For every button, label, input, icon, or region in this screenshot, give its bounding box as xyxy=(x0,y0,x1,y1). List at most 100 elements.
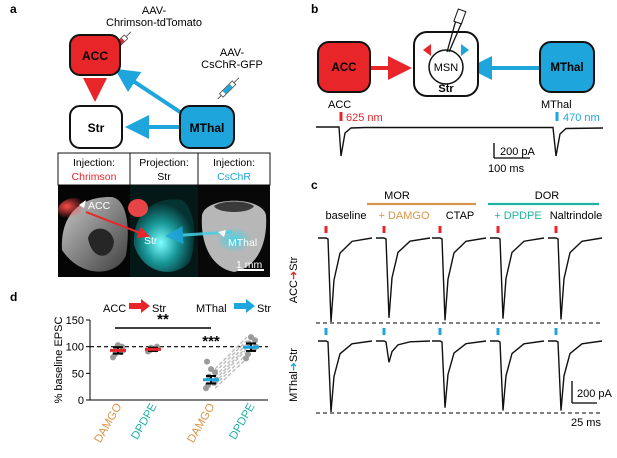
legend-acc-str: Str xyxy=(152,303,166,315)
epsc-trace xyxy=(432,237,487,321)
data-point xyxy=(212,369,218,376)
legend-acc: ACC xyxy=(103,303,126,315)
panel-a-label: a xyxy=(10,2,17,16)
paired-line xyxy=(214,357,248,389)
mthal-to-acc-arrow xyxy=(114,68,182,114)
panel-c-label: c xyxy=(311,178,318,192)
virus-red-line2: Chrimson-tdTomato xyxy=(106,17,202,29)
legend-blue-arrow-icon xyxy=(234,299,255,313)
epsc-trace xyxy=(490,340,545,411)
virus-blue-line2: CsChR-GFP xyxy=(201,59,263,71)
panel-d-label: d xyxy=(10,290,17,304)
histology-acc-image xyxy=(58,185,130,277)
y-tick-label: 100 xyxy=(66,342,84,354)
acc-node xyxy=(69,34,121,76)
legend-mthal-str: Str xyxy=(257,303,271,315)
mthal-node-b-label: MThal xyxy=(550,62,583,74)
epsc-trace xyxy=(432,340,487,408)
condition-labels: baseline + DAMGO CTAP + DPDPE Naltrindole xyxy=(326,210,603,222)
dor-label: DOR xyxy=(535,190,560,202)
condition-label: + DAMGO xyxy=(378,210,429,222)
condition-label: + DPDPE xyxy=(494,210,541,222)
acc-node-label: ACC xyxy=(82,49,108,63)
data-point xyxy=(208,366,214,373)
row-label-acc-top: ACC➜Str xyxy=(288,256,300,303)
scalebar-c-amp-label: 200 pA xyxy=(577,388,613,400)
image-label-mthal: MThal xyxy=(228,237,257,249)
condition-label: baseline xyxy=(326,210,367,222)
y-tick-label: 50 xyxy=(72,368,84,380)
legend-mthal: MThal xyxy=(196,303,227,315)
mor-label: MOR xyxy=(384,190,410,202)
str-node-b-label: Str xyxy=(438,83,454,95)
str-node-label: Str xyxy=(88,121,105,135)
epsc-trace xyxy=(376,237,431,318)
significance-bracket-stars: ** xyxy=(157,311,169,328)
paired-line xyxy=(214,342,248,378)
scalebar-b-amp-label: 200 pA xyxy=(500,146,536,158)
arrowhead-icon xyxy=(79,200,86,208)
epsc-trace xyxy=(318,340,373,413)
mthal-node-label: MThal xyxy=(190,121,225,135)
data-point xyxy=(248,334,254,341)
paired-line xyxy=(214,336,248,370)
data-point xyxy=(245,351,251,358)
panel-d: d ACC Str MThal Str ** *** 0 50 100 150 % b… xyxy=(10,290,271,445)
paired-line xyxy=(214,353,248,386)
epsc-trace xyxy=(548,340,603,411)
histology-mthal-image xyxy=(198,185,270,277)
trace-label-470: 470 nm xyxy=(563,112,600,124)
virus-blue-line1: AAV- xyxy=(220,47,245,59)
virus-red-line1: AAV- xyxy=(142,5,167,17)
trace-label-mthal: MThal xyxy=(541,99,572,111)
box-1-line1: Injection: xyxy=(73,157,115,169)
box-2-line2: Str xyxy=(157,171,171,183)
image-label-str: Str xyxy=(144,235,158,247)
legend-red-arrow-icon xyxy=(129,299,150,313)
x-category-label: DAMGO xyxy=(92,401,124,445)
paired-line xyxy=(214,348,248,384)
box-3-line1: Injection: xyxy=(213,157,255,169)
condition-label: Naltrindole xyxy=(550,210,603,222)
blue-light-icon xyxy=(461,44,469,56)
epsc-traces xyxy=(318,226,603,413)
epsc-trace xyxy=(376,340,431,363)
scalebar-b-time-label: 100 ms xyxy=(488,163,525,175)
trace-label-acc: ACC xyxy=(328,99,351,111)
red-light-icon xyxy=(423,44,431,56)
histology-str-image xyxy=(128,185,198,277)
y-axis-label: % baseline EPSC xyxy=(53,317,65,404)
data-point xyxy=(204,358,210,365)
paired-line xyxy=(214,346,248,381)
mthal-node xyxy=(179,105,235,149)
panel-b-label: b xyxy=(311,2,318,16)
acc-node-b xyxy=(317,41,371,93)
epsc-trace xyxy=(490,237,545,319)
panel-a: a AAV- Chrimson-tdTomato AAV- CsChR-GFP … xyxy=(10,2,271,277)
msn-cell xyxy=(428,49,464,85)
paired-line xyxy=(214,339,248,373)
y-tick-label: 150 xyxy=(66,315,84,327)
x-category-label: DAMGO xyxy=(185,401,217,445)
condition-label: CTAP xyxy=(446,210,475,222)
example-trace-b xyxy=(316,126,604,157)
y-ticks: 0 50 100 150 xyxy=(66,315,90,407)
y-tick-label: 0 xyxy=(78,395,84,407)
x-category-label: DPDPE xyxy=(129,401,159,442)
mthal-node-b xyxy=(539,41,595,93)
row-label-mthal-bottom: MThal➜Str xyxy=(288,348,300,402)
box-3-line2: CsChR xyxy=(217,171,251,183)
box-1-line2: Chrimson xyxy=(72,171,117,183)
panel-b: b ACC MSN Str MThal ACC 625 nm MThal 470… xyxy=(311,2,604,175)
projection-str-box xyxy=(129,152,199,186)
image-label-acc: ACC xyxy=(88,200,111,212)
epsc-trace xyxy=(548,237,603,320)
panel-c: c MOR DOR baseline + DAMGO CTAP + DPDPE Nalt… xyxy=(288,178,613,429)
acc-node-b-label: ACC xyxy=(332,62,357,74)
significance-damgo-stars: *** xyxy=(202,333,220,350)
scalebar-c-time-label: 25 ms xyxy=(571,417,601,429)
box-2-line1: Projection: xyxy=(139,157,189,169)
acc-projection-arrow xyxy=(85,211,150,238)
